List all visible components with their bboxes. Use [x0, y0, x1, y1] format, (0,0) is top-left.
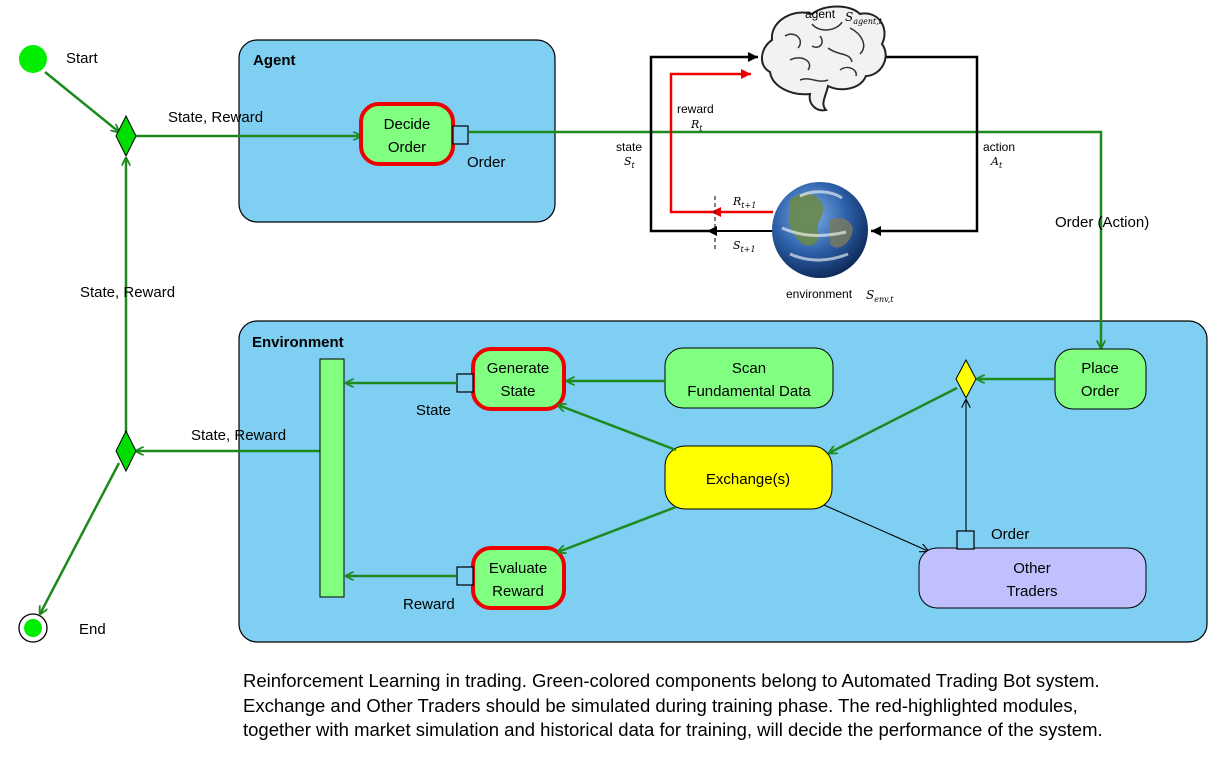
earth-icon	[772, 182, 868, 278]
start-label: Start	[66, 50, 99, 67]
generate-state-node	[471, 347, 566, 411]
label-state-reward-env: State, Reward	[191, 427, 286, 444]
edge-exchange-to-traders	[823, 504, 928, 551]
label-state-port: State	[416, 402, 451, 419]
inset-env-symbol: Senv,t	[866, 288, 894, 304]
inset-env-sub-index: env,t	[874, 295, 894, 304]
edge-exchange-to-generate	[558, 405, 677, 452]
inset-action-loop	[871, 55, 979, 236]
start-node	[19, 45, 47, 73]
decide-order-port	[452, 125, 469, 145]
evaluate-reward-port	[456, 566, 474, 586]
other-traders-label-2: Traders	[1006, 583, 1057, 600]
inset-agent-symbol: Sagent,t	[845, 10, 883, 26]
label-order-traders: Order	[991, 526, 1029, 543]
edge-start-to-decision	[44, 71, 119, 132]
decision-diamond-top	[115, 114, 137, 158]
inset-state-sym: S	[624, 155, 632, 168]
decide-order-label: Decide	[384, 116, 431, 133]
inset-agent-sub-index: agent,t	[853, 17, 883, 26]
inset-env-sub: S	[866, 288, 874, 302]
inset-state-label: state	[616, 140, 642, 154]
order-merge-diamond	[955, 358, 977, 400]
caption-line-2: Exchange and Other Traders should be sim…	[243, 694, 1078, 716]
inset-environment-label: environment	[786, 287, 853, 301]
generate-state-label: Generate	[487, 360, 550, 377]
inset-next-state-symbol: St+1	[733, 239, 756, 254]
generate-state-label-2: State	[500, 383, 535, 400]
inset-state-symbol: St	[624, 155, 636, 170]
inset-state-index: t	[632, 161, 636, 170]
label-state-reward-left: State, Reward	[80, 284, 175, 301]
state-reward-bar	[319, 358, 345, 598]
inset-agent-sub: S	[845, 10, 853, 24]
label-state-reward-top: State, Reward	[168, 109, 263, 126]
inset-reward-sym: R	[690, 118, 699, 131]
agent-panel-title: Agent	[253, 52, 296, 69]
scan-data-label: Scan	[732, 360, 766, 377]
inset-next-reward-sym: R	[732, 195, 741, 208]
scan-data-label-2: Fundamental Data	[687, 383, 811, 400]
edge-order-action	[469, 130, 1101, 348]
inset-action-sym: A	[990, 155, 999, 168]
end-node-inner	[24, 619, 42, 637]
inset-next-reward-symbol: Rt+1	[732, 195, 756, 210]
edge-merge-to-exchange	[829, 386, 958, 453]
edge-exchange-to-evaluate	[558, 505, 677, 552]
decision-diamond-bottom	[115, 429, 137, 473]
inset-reward-symbol: Rt	[690, 118, 703, 133]
inset-reward-index: t	[699, 124, 703, 133]
inset-next-reward-index: t+1	[741, 201, 756, 210]
other-traders-node	[918, 547, 1147, 609]
generate-state-port	[456, 373, 474, 393]
place-order-node	[1054, 348, 1147, 410]
inset-reward-label: reward	[677, 102, 714, 116]
inset-action-label: action	[983, 140, 1015, 154]
figure-caption: Reinforcement Learning in trading. Green…	[243, 669, 1223, 743]
place-order-label: Place	[1081, 360, 1119, 377]
environment-panel-title: Environment	[252, 334, 344, 351]
evaluate-reward-label-2: Reward	[492, 583, 544, 600]
label-order-port: Order	[467, 154, 505, 171]
scan-data-node	[664, 347, 834, 409]
exchange-label: Exchange(s)	[706, 471, 790, 488]
caption-line-1: Reinforcement Learning in trading. Green…	[243, 670, 1100, 691]
other-traders-port	[956, 530, 975, 550]
inset-action-symbol: At	[990, 155, 1003, 170]
edge-decision-to-end	[40, 462, 121, 614]
other-traders-label: Other	[1013, 560, 1051, 577]
place-order-label-2: Order	[1081, 383, 1119, 400]
inset-action-index: t	[999, 161, 1003, 170]
evaluate-reward-label: Evaluate	[489, 560, 547, 577]
decide-order-label-2: Order	[388, 139, 426, 156]
end-label: End	[79, 621, 106, 638]
inset-agent-label: agent	[805, 7, 836, 21]
label-order-action: Order (Action)	[1055, 214, 1149, 231]
caption-line-3: together with market simulation and hist…	[243, 719, 1103, 740]
label-reward-port: Reward	[403, 596, 455, 613]
inset-reward-loop	[669, 69, 751, 214]
brain-icon	[761, 5, 887, 112]
inset-state-loop	[649, 52, 758, 233]
inset-next-state-index: t+1	[741, 245, 756, 254]
exchange-node	[664, 445, 833, 510]
inset-next-state-sym: S	[733, 239, 741, 252]
